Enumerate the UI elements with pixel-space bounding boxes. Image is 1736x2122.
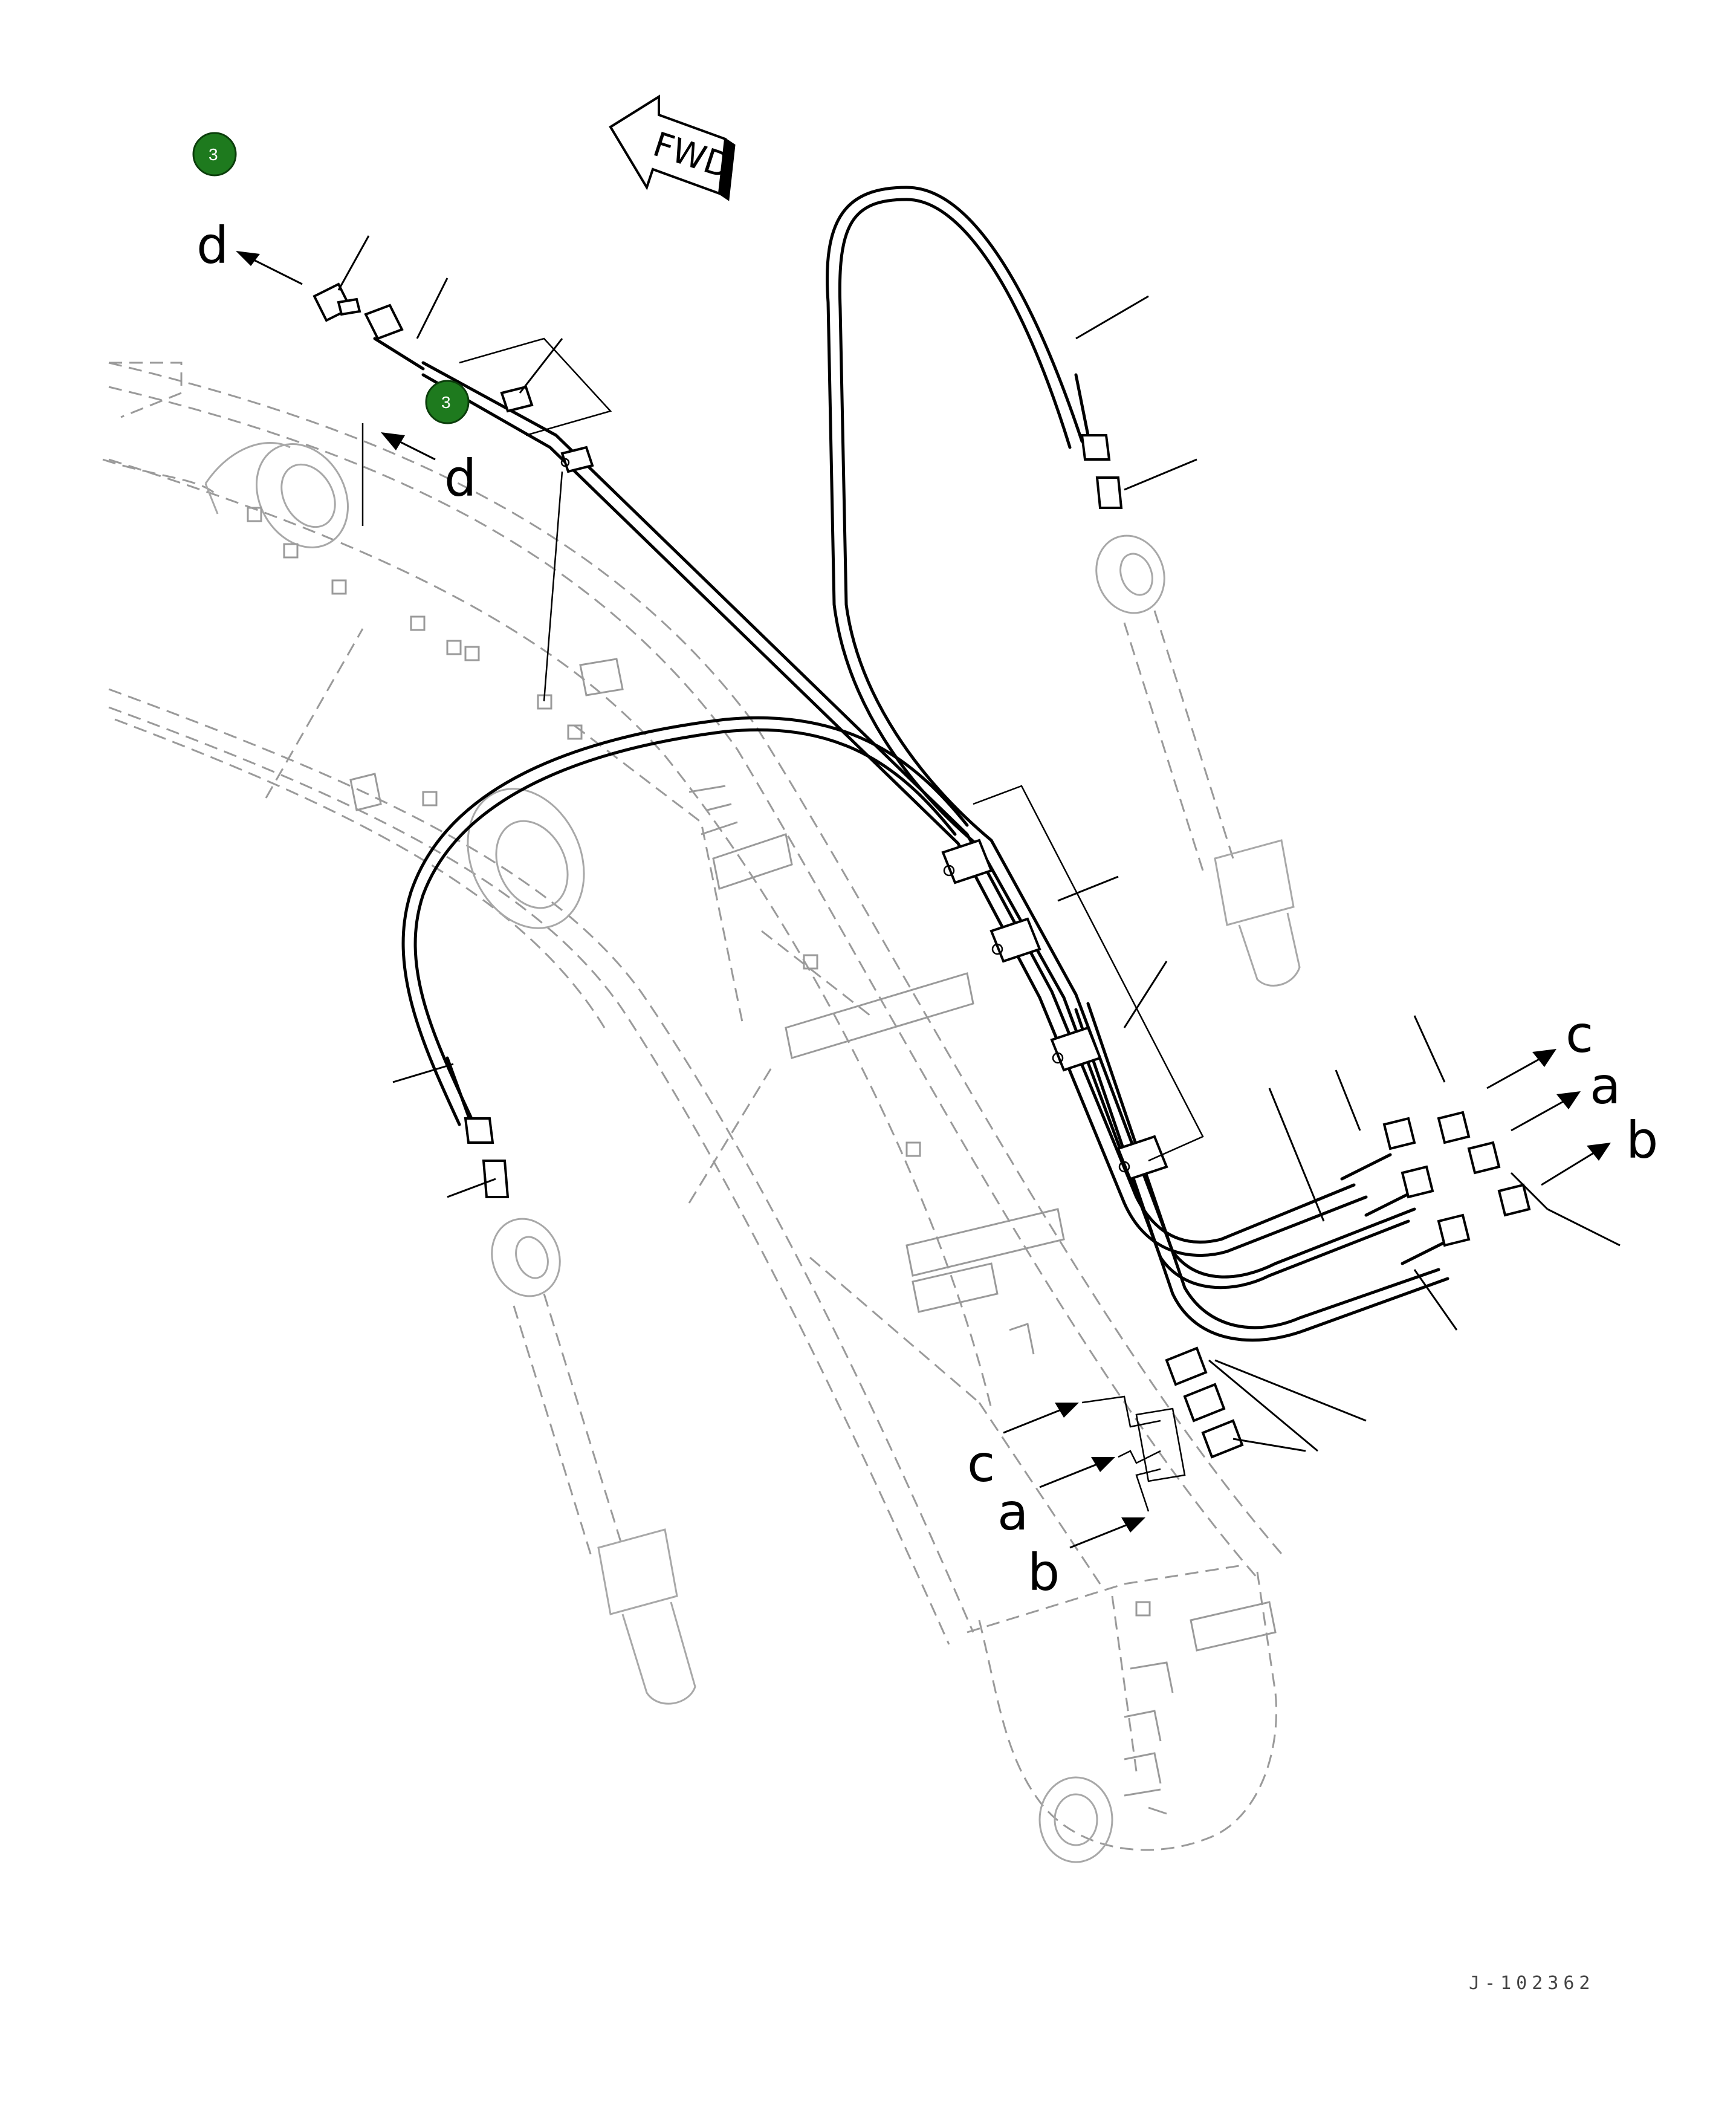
label-a-right: a <box>1590 1056 1621 1115</box>
connection-markers: d d c a b c a b <box>196 216 1658 1602</box>
callout-badge-1-number: 3 <box>209 145 218 164</box>
label-d-mid: d <box>444 449 476 508</box>
label-b-right: b <box>1626 1111 1658 1170</box>
label-c-bottom: c <box>967 1434 995 1493</box>
fwd-arrow: FWD <box>609 94 736 201</box>
right-boom-cylinder <box>1095 534 1301 987</box>
label-c-right: c <box>1566 1005 1593 1064</box>
callout-badge-2[interactable]: 3 <box>425 380 470 424</box>
boom-pin-boss-middle <box>467 788 585 929</box>
fitting-right-upper <box>1080 434 1123 509</box>
left-boom-cylinder <box>491 1218 696 1705</box>
label-b-bottom: b <box>1028 1543 1060 1602</box>
leader-lines <box>337 235 1621 1452</box>
fittings-right-cab <box>1382 1111 1531 1247</box>
callout-badge-1[interactable]: 3 <box>192 132 237 177</box>
label-d-top: d <box>196 216 228 275</box>
fitting-d-top <box>313 282 404 340</box>
boom-pin-boss-foot <box>1038 1776 1113 1863</box>
fitting-left-lower <box>464 1117 510 1198</box>
callout-badge-2-number: 3 <box>441 393 451 412</box>
pipe-clamps <box>459 337 1204 1181</box>
fittings-bottom-valve <box>1135 1346 1244 1482</box>
hydraulic-lines <box>373 186 1453 1342</box>
document-id: J-102362 <box>1469 1973 1595 1994</box>
boom-pin-boss-upper <box>204 442 349 548</box>
label-a-bottom: a <box>997 1482 1028 1542</box>
boom-outline <box>102 362 1283 1851</box>
